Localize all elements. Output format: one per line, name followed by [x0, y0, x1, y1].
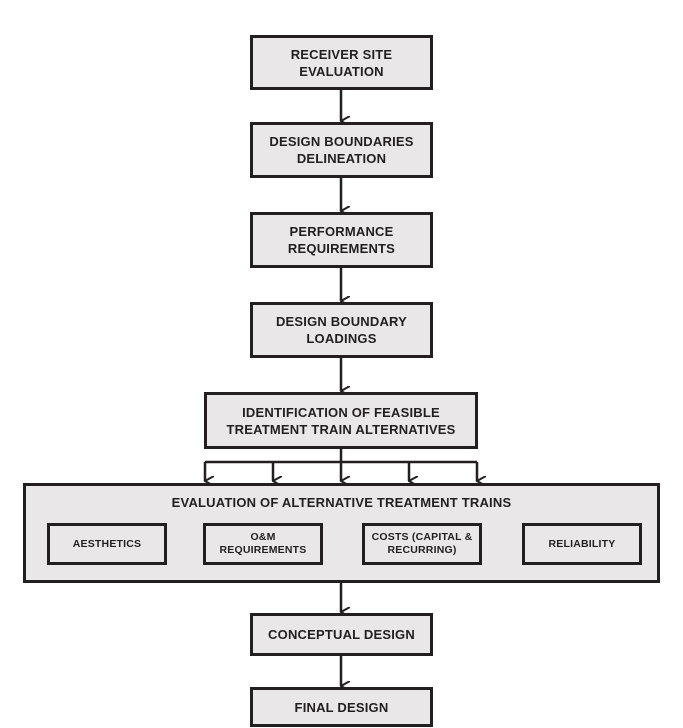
performance-requirements-box: PERFORMANCE REQUIREMENTS	[250, 212, 433, 268]
final-design-label: FINAL DESIGN	[294, 699, 389, 715]
om-requirements-label: O&M REQUIREMENTS	[219, 531, 307, 556]
om-requirements-box: O&M REQUIREMENTS	[203, 523, 323, 565]
receiver-site-evaluation-box: RECEIVER SITE EVALUATION	[250, 35, 433, 90]
aesthetics-label: AESTHETICS	[72, 537, 142, 550]
design-boundary-loadings-box: DESIGN BOUNDARY LOADINGS	[250, 302, 433, 358]
receiver-site-evaluation-label: RECEIVER SITE EVALUATION	[290, 46, 393, 79]
design-boundaries-delineation-label: DESIGN BOUNDARIES DELINEATION	[269, 134, 414, 166]
design-boundary-loadings-label: DESIGN BOUNDARY LOADINGS	[275, 314, 408, 346]
identification-feasible-alternatives-label: IDENTIFICATION OF FEASIBLE TREATMENT TRA…	[226, 404, 456, 437]
aesthetics-box: AESTHETICS	[47, 523, 167, 565]
costs-label: COSTS (CAPITAL & RECURRING)	[371, 531, 473, 556]
conceptual-design-box: CONCEPTUAL DESIGN	[250, 613, 433, 656]
reliability-box: RELIABILITY	[522, 523, 642, 565]
final-design-box: FINAL DESIGN	[250, 687, 433, 727]
design-boundaries-delineation-box: DESIGN BOUNDARIES DELINEATION	[250, 122, 433, 178]
evaluation-group-box: EVALUATION OF ALTERNATIVE TREATMENT TRAI…	[23, 483, 660, 583]
costs-box: COSTS (CAPITAL & RECURRING)	[362, 523, 482, 565]
evaluation-group-title: EVALUATION OF ALTERNATIVE TREATMENT TRAI…	[171, 495, 512, 510]
reliability-label: RELIABILITY	[548, 537, 616, 550]
conceptual-design-label: CONCEPTUAL DESIGN	[268, 627, 415, 642]
performance-requirements-label: PERFORMANCE REQUIREMENTS	[287, 224, 396, 256]
identification-feasible-alternatives-box: IDENTIFICATION OF FEASIBLE TREATMENT TRA…	[204, 392, 478, 449]
